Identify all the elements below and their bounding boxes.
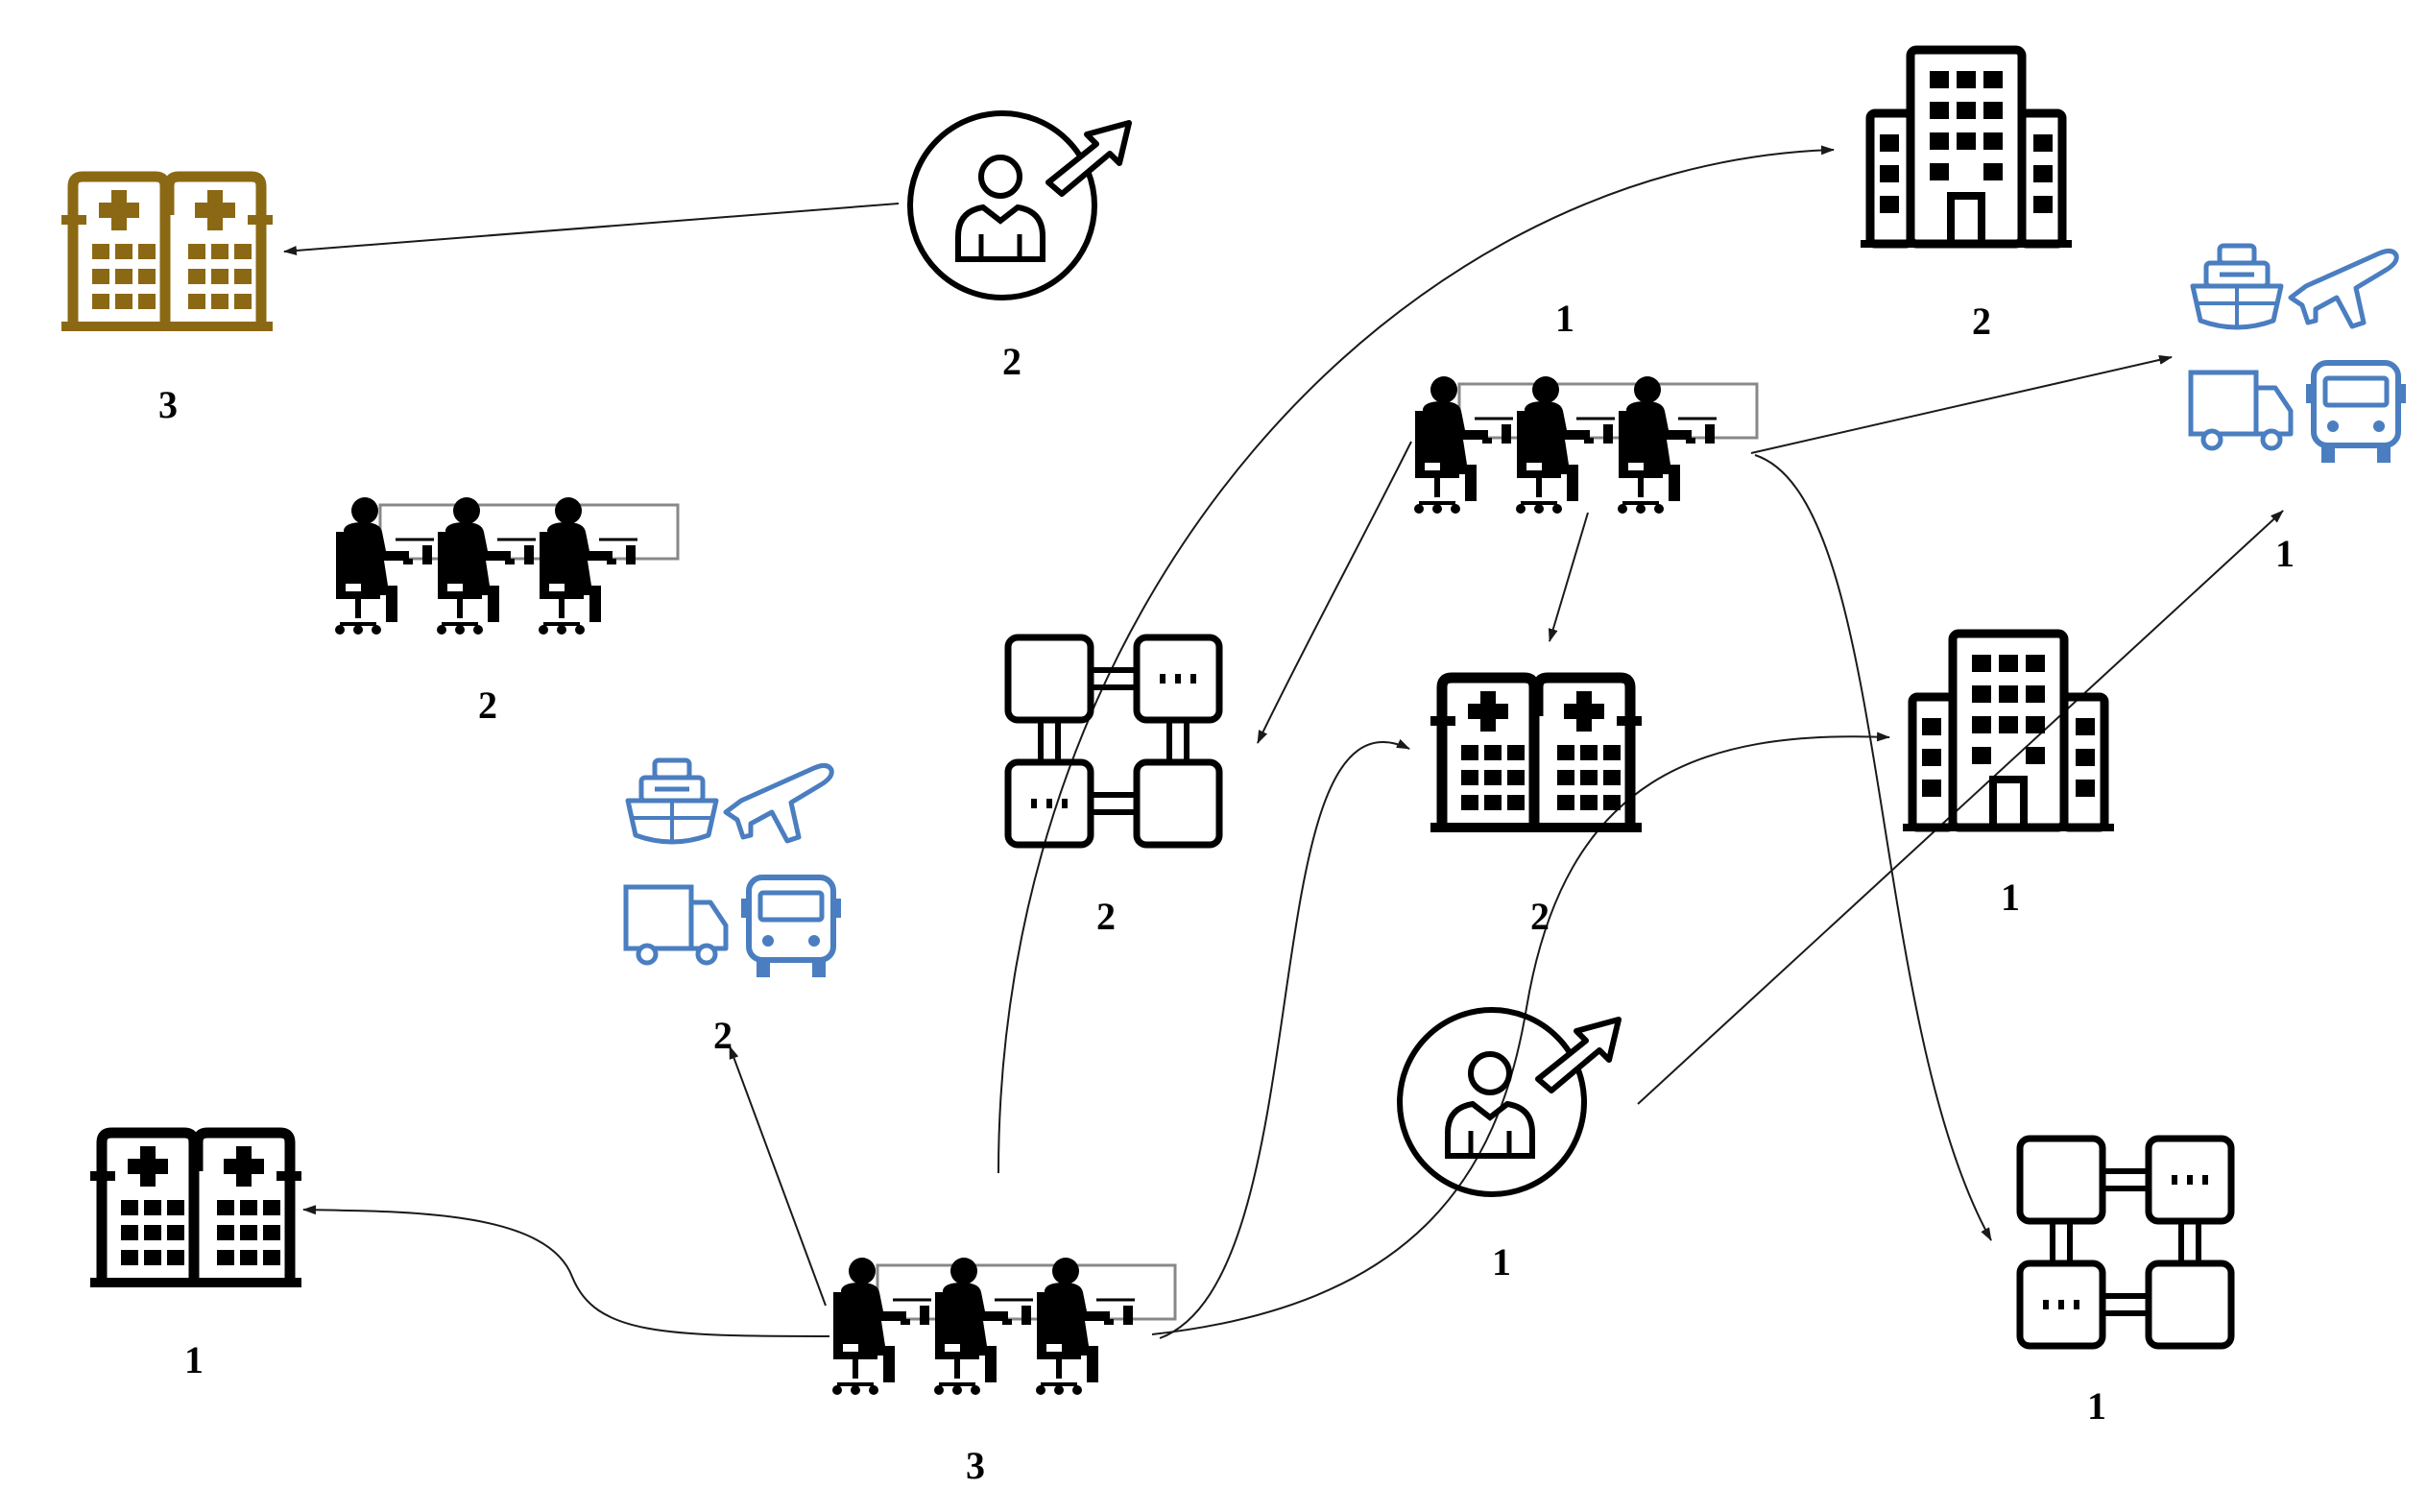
hospital-node-1: 1 — [90, 1133, 301, 1381]
node-label: 2 — [713, 1014, 733, 1057]
node-label: 2 — [478, 684, 497, 727]
edges-layer — [283, 145, 2284, 1339]
transport-icon — [626, 760, 841, 977]
node-label: 2 — [1096, 895, 1116, 938]
hospital-icon — [1430, 678, 1642, 828]
node-label: 2 — [1972, 300, 1991, 343]
network-node-2: 2 — [1008, 637, 1219, 938]
transport-node-1: 1 — [2191, 246, 2406, 575]
edge-arrow-team_3-to-hospital_2 — [1159, 738, 1410, 1339]
edge-arrow-team_top_1-to-hospital_2 — [1548, 512, 1589, 642]
node-label: 1 — [2087, 1384, 2106, 1428]
workstation-team-icon — [335, 497, 678, 635]
edge-arrow-team_3-to-transport_2 — [729, 1045, 827, 1307]
team-node-3: 3 — [832, 1258, 1175, 1487]
node-label: 1 — [184, 1338, 204, 1381]
edge-arrow-team_3-to-hospital_1 — [302, 1205, 830, 1337]
node-label: 3 — [158, 383, 178, 426]
edge-arrow-person_1-to-transport_1 — [1637, 510, 2284, 1105]
network-nodes-icon — [2020, 1139, 2231, 1346]
person-node-1: 1 — [1400, 1010, 1619, 1284]
team-node-1: 1 — [1414, 297, 1757, 514]
edge-arrow-team_top_1-to-network_2 — [1257, 441, 1412, 744]
node-label: 2 — [1530, 895, 1550, 938]
team-node-2: 2 — [335, 497, 678, 727]
transport-node-2: 2 — [626, 760, 841, 1057]
node-label: 3 — [966, 1444, 985, 1487]
person-node-2: 2 — [910, 113, 1129, 383]
node-label: 1 — [1492, 1240, 1511, 1284]
office-building-icon — [1861, 50, 2072, 244]
hospital-node-3: 3 — [61, 177, 273, 426]
node-label: 2 — [1002, 340, 1021, 383]
network-nodes-icon — [1008, 637, 1219, 845]
node-label: 1 — [2275, 532, 2295, 575]
workstation-team-icon — [1414, 376, 1757, 514]
node-label: 1 — [1555, 297, 1574, 340]
hospital-icon — [90, 1133, 301, 1283]
edge-arrow-team_3-to-office_2 — [997, 145, 1835, 1174]
edge-arrow-person_2-to-hospital_3 — [283, 203, 900, 255]
person-referral-icon — [1400, 1010, 1619, 1194]
workstation-team-icon — [832, 1258, 1175, 1395]
transport-icon — [2191, 246, 2406, 463]
office-building-icon — [1903, 634, 2114, 828]
office-node-2: 2 — [1861, 50, 2072, 343]
hospital-icon — [61, 177, 273, 326]
edge-arrow-team_top_1-to-network_1 — [1754, 454, 1992, 1241]
office-node-1: 1 — [1903, 634, 2114, 919]
hospital-node-2: 2 — [1430, 678, 1642, 938]
person-referral-icon — [910, 113, 1129, 298]
network-node-1: 1 — [2020, 1139, 2231, 1428]
node-label: 1 — [2001, 876, 2020, 919]
edge-arrow-team_top_1-to-transport_1 — [1750, 355, 2173, 454]
edge-arrow-team_3-to-office_1 — [1151, 732, 1890, 1335]
